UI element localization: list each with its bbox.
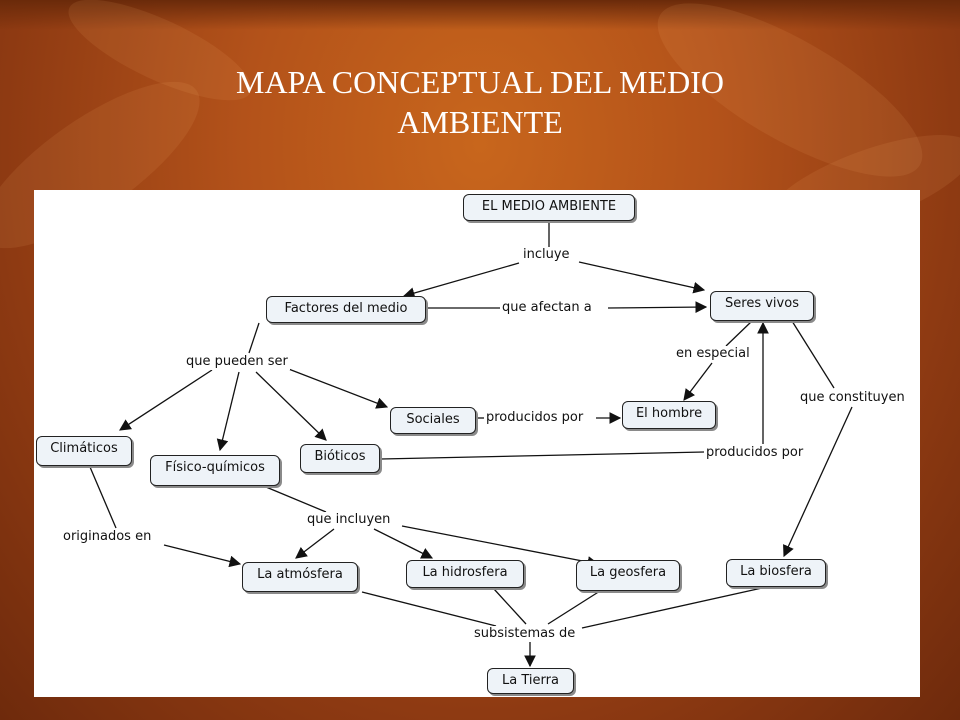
connector-line — [493, 588, 527, 625]
concept-node-seres-vivos: Seres vivos — [710, 291, 814, 321]
slide-title-line2: AMBIENTE — [397, 104, 563, 140]
connector-arrow — [285, 367, 389, 409]
concept-node-fisico-quimicos: Físico-químicos — [150, 455, 280, 486]
concept-node-la-atmosfera: La atmósfera — [242, 562, 358, 592]
connector-line — [547, 590, 601, 625]
top-shadow-band — [0, 0, 960, 30]
concept-node-la-tierra: La Tierra — [487, 668, 574, 694]
concept-node-la-geosfera: La geosfera — [576, 560, 680, 591]
concept-node-bioticos: Bióticos — [300, 444, 380, 473]
link-label-que-pueden-ser: que pueden ser — [184, 354, 290, 370]
link-label-que-constituyen: que constituyen — [798, 390, 907, 406]
connector-line — [791, 320, 835, 389]
link-label-en-especial: en especial — [674, 346, 752, 362]
link-label-originados-en: originados en — [61, 529, 154, 545]
connector-arrow — [373, 528, 434, 559]
slide-title: MAPA CONCEPTUAL DEL MEDIO AMBIENTE — [0, 62, 960, 142]
connector-arrow — [783, 406, 853, 558]
link-label-que-incluyen: que incluyen — [305, 512, 393, 528]
connector-line — [361, 591, 497, 627]
concept-map-connectors — [89, 220, 853, 668]
link-label-producidos-por: producidos por — [704, 445, 806, 461]
concept-node-climaticos: Climáticos — [36, 436, 132, 466]
concept-node-el-hombre: El hombre — [622, 401, 716, 429]
connector-arrow — [607, 301, 708, 313]
slide-title-line1: MAPA CONCEPTUAL DEL MEDIO — [235, 64, 725, 100]
connector-arrow — [119, 369, 213, 431]
connector-line — [89, 466, 117, 529]
connector-line — [248, 322, 260, 354]
connector-arrow — [578, 261, 706, 294]
connector-arrow — [401, 525, 600, 568]
connector-line — [725, 320, 753, 347]
connector-arrow — [402, 262, 520, 299]
connector-line — [379, 451, 705, 460]
link-label-que-afectan-a: que afectan a — [500, 300, 594, 316]
connector-arrow — [216, 371, 240, 452]
link-label-subsistemas-de: subsistemas de — [472, 626, 578, 642]
connector-arrow — [295, 528, 335, 559]
connector-arrow — [163, 544, 242, 568]
connector-arrow — [683, 362, 713, 401]
connector-line — [581, 587, 763, 629]
link-label-incluye: incluye — [521, 247, 572, 263]
concept-node-factores-del-medio: Factores del medio — [266, 296, 426, 323]
concept-node-la-hidrosfera: La hidrosfera — [406, 560, 524, 588]
concept-map-panel: incluye que afectan a que pueden ser en … — [34, 190, 920, 697]
link-label-producidos-por: producidos por — [484, 410, 586, 426]
concept-node-medio-ambiente: EL MEDIO AMBIENTE — [463, 194, 635, 221]
connector-arrow — [255, 371, 327, 441]
concept-node-la-biosfera: La biosfera — [726, 559, 826, 587]
connector-line — [265, 486, 327, 513]
concept-node-sociales: Sociales — [390, 407, 476, 434]
